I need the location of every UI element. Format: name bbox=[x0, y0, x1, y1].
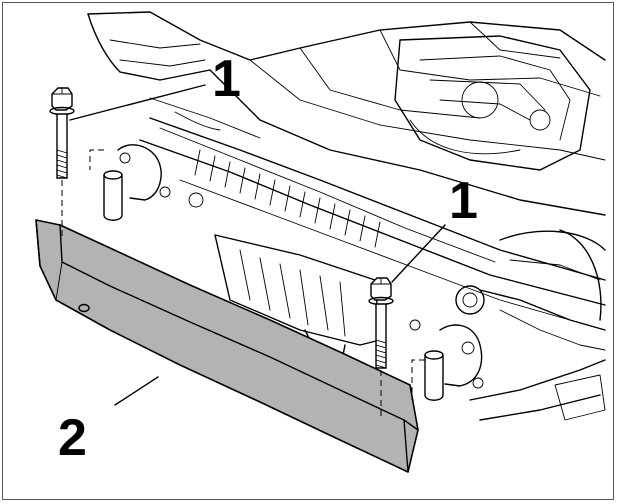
bolt-left bbox=[49, 87, 75, 179]
bolt-right bbox=[368, 277, 394, 369]
alignment-lines bbox=[61, 149, 425, 420]
radiator-fins bbox=[194, 149, 381, 248]
bumper-reinforcement bbox=[35, 219, 419, 473]
callout-bumper-reinforcement: 2 bbox=[58, 409, 87, 467]
callout-bolt-upper-left: 1 bbox=[212, 50, 241, 108]
leader-lines bbox=[69, 84, 446, 406]
vehicle-front-structure bbox=[87, 11, 606, 421]
callout-bolt-right: 1 bbox=[449, 172, 478, 230]
